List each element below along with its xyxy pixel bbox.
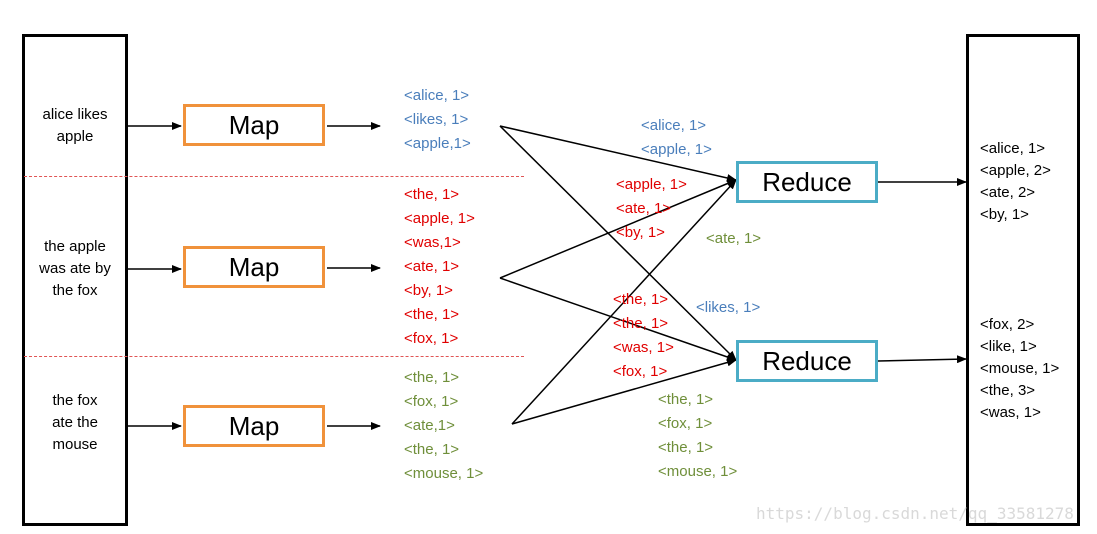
shuffle-map2-to-reduce2 — [499, 277, 737, 361]
shuffle-r2-blue: <likes, 1> — [696, 296, 760, 320]
map-output-list-2: <the, 1> <apple, 1> <was,1> <ate, 1> <by… — [404, 183, 475, 351]
output-item: <ate, 2> — [980, 184, 1036, 201]
shuffle-map2-to-reduce1 — [499, 179, 737, 279]
output-box — [966, 34, 1080, 526]
input-split-divider-2 — [24, 356, 524, 357]
pair-item: <the, 1> — [404, 186, 460, 203]
shuffle-map3-to-reduce2 — [511, 358, 737, 425]
pair-item: <likes, 1> — [696, 299, 761, 316]
pair-item: <fox, 1> — [658, 415, 713, 432]
shuffle-map1-to-reduce1 — [499, 125, 737, 182]
pair-item: <ate, 1> — [706, 230, 762, 247]
reduce-box-1: Reduce — [736, 161, 878, 203]
pair-item: <was, 1> — [613, 339, 674, 356]
watermark-text: https://blog.csdn.net/qq_33581278 — [756, 504, 1074, 523]
pair-item: <likes, 1> — [404, 111, 469, 128]
output-item: <by, 1> — [980, 206, 1029, 223]
output-item: <apple, 2> — [980, 162, 1051, 179]
map-label: Map — [228, 410, 280, 441]
input-split-3-text: the fox ate the mouse — [52, 392, 98, 453]
pair-item: <apple, 1> — [404, 210, 475, 227]
input-split-2-text: the apple was ate by the fox — [39, 238, 111, 299]
output-item: <fox, 2> — [980, 316, 1035, 333]
input-box — [22, 34, 128, 526]
final-output-list-1: <alice, 1> <apple, 2> <ate, 2> <by, 1> — [980, 138, 1051, 226]
reduce2-to-output-arrow — [877, 355, 967, 364]
map-label: Map — [228, 251, 280, 282]
pair-item: <the, 1> — [613, 315, 669, 332]
pair-item: <ate,1> — [404, 417, 455, 434]
map-box-2: Map — [183, 246, 325, 288]
map-box-3: Map — [183, 405, 325, 447]
pair-item: <ate, 1> — [404, 258, 460, 275]
pair-item: <alice, 1> — [404, 87, 470, 104]
output-item: <alice, 1> — [980, 140, 1046, 157]
shuffle-r1-blue: <alice, 1> <apple, 1> — [641, 114, 712, 162]
pair-item: <by, 1> — [616, 224, 665, 241]
input-split-divider-1 — [24, 176, 524, 177]
reduce-box-2: Reduce — [736, 340, 878, 382]
map-label: Map — [228, 109, 280, 140]
pair-item: <fox, 1> — [404, 330, 459, 347]
map-output-list-3: <the, 1> <fox, 1> <ate,1> <the, 1> <mous… — [404, 366, 483, 486]
reduce-label: Reduce — [762, 345, 852, 376]
pair-item: <ate, 1> — [616, 200, 672, 217]
pair-item: <by, 1> — [404, 282, 453, 299]
pair-item: <fox, 1> — [404, 393, 459, 410]
map-box-1: Map — [183, 104, 325, 146]
shuffle-r2-red: <the, 1> <the, 1> <was, 1> <fox, 1> — [613, 288, 674, 384]
pair-item: <apple,1> — [404, 135, 471, 152]
output-item: <like, 1> — [980, 338, 1037, 355]
shuffle-r1-green: <ate, 1> — [706, 227, 761, 251]
shuffle-r1-red: <apple, 1> <ate, 1> <by, 1> — [616, 173, 687, 245]
reduce-label: Reduce — [762, 166, 852, 197]
pair-item: <the, 1> — [404, 369, 460, 386]
output-item: <mouse, 1> — [980, 360, 1060, 377]
output-item: <the, 3> — [980, 382, 1036, 399]
pair-item: <fox, 1> — [613, 363, 668, 380]
pair-item: <the, 1> — [658, 439, 714, 456]
map-output-list-1: <alice, 1> <likes, 1> <apple,1> — [404, 84, 471, 156]
pair-item: <was,1> — [404, 234, 461, 251]
pair-item: <the, 1> — [404, 441, 460, 458]
pair-item: <the, 1> — [613, 291, 669, 308]
pair-item: <apple, 1> — [641, 141, 712, 158]
pair-item: <apple, 1> — [616, 176, 687, 193]
shuffle-r2-green: <the, 1> <fox, 1> <the, 1> <mouse, 1> — [658, 388, 737, 484]
pair-item: <alice, 1> — [641, 117, 707, 134]
pair-item: <mouse, 1> — [658, 463, 738, 480]
pair-item: <the, 1> — [658, 391, 714, 408]
shuffle-map1-to-reduce2 — [499, 125, 737, 361]
output-item: <was, 1> — [980, 404, 1041, 421]
pair-item: <the, 1> — [404, 306, 460, 323]
shuffle-map3-to-reduce1 — [511, 179, 737, 425]
input-split-1-text: alice likes apple — [42, 106, 108, 145]
pair-item: <mouse, 1> — [404, 465, 484, 482]
final-output-list-2: <fox, 2> <like, 1> <mouse, 1> <the, 3> <… — [980, 314, 1059, 424]
